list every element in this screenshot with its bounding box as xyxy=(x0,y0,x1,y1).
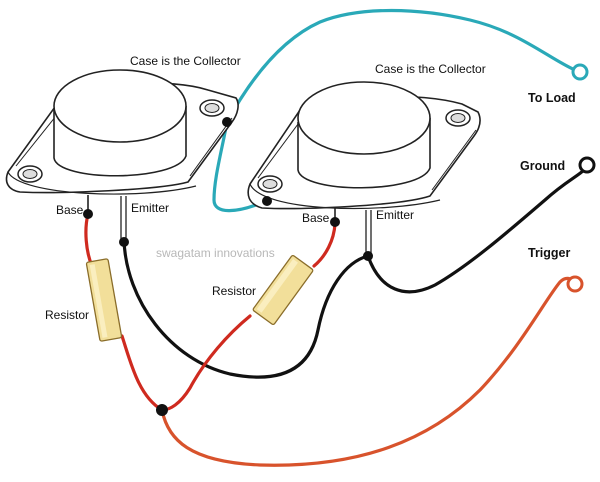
ground-wire-left-emitter xyxy=(122,238,370,379)
base-label-left: Base xyxy=(56,203,84,217)
transistor-right xyxy=(247,81,481,256)
junction-dot-case-left xyxy=(222,117,232,127)
trigger-terminal-ring xyxy=(566,275,584,293)
ground-terminal-ring xyxy=(578,156,596,174)
ground-wire-main xyxy=(366,168,586,294)
junction-dot-bases xyxy=(156,404,168,416)
watermark: swagatam innovations xyxy=(156,246,275,260)
transistor-left xyxy=(5,69,239,240)
trigger-label: Trigger xyxy=(528,246,571,260)
base-wire-left-lower xyxy=(120,334,164,412)
ground-label: Ground xyxy=(520,159,566,173)
resistor-label-right: Resistor xyxy=(212,284,257,298)
junction-dot-base-left xyxy=(83,209,93,219)
resistor-label-left: Resistor xyxy=(45,308,90,322)
base-label-right: Base xyxy=(302,211,330,225)
to-load-label: To Load xyxy=(528,91,576,105)
resistor-left xyxy=(85,258,123,342)
junction-dot-emitter-right xyxy=(363,251,373,261)
emitter-label-right: Emitter xyxy=(376,208,415,222)
junction-dot-case-right xyxy=(262,196,272,206)
emitter-label-left: Emitter xyxy=(131,201,170,215)
load-terminal-ring xyxy=(571,63,589,81)
base-wire-right-lower xyxy=(160,314,252,412)
case-collector-label-left: Case is the Collector xyxy=(130,54,241,68)
base-wire-right xyxy=(312,222,337,268)
trigger-wire xyxy=(160,276,577,467)
junction-dot-emitter-left xyxy=(119,237,129,247)
load-wire xyxy=(225,8,577,124)
load-link-wire xyxy=(212,120,268,213)
junction-dot-base-right xyxy=(330,217,340,227)
base-wire-left xyxy=(84,212,94,268)
case-collector-label-right: Case is the Collector xyxy=(375,62,486,76)
resistor-right xyxy=(252,254,314,326)
